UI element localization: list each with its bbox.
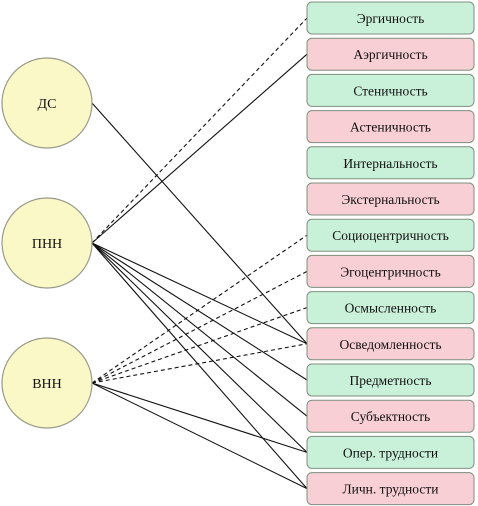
attribute-box-bg — [306, 110, 475, 144]
link-pnn-a12 — [91, 242, 308, 417]
attribute-box-a13: Опер. трудности — [306, 435, 475, 469]
attribute-label: Социоцентричность — [332, 228, 449, 243]
attribute-box-a10: Осведомленность — [306, 327, 475, 361]
node-label: ВНН — [32, 377, 62, 392]
attribute-label: Эргичность — [357, 11, 425, 26]
node-circle — [1, 57, 93, 149]
attribute-label: Опер. трудности — [343, 445, 438, 460]
link-pnn-a13 — [91, 242, 308, 453]
attribute-box-bg — [306, 218, 475, 252]
attribute-label: Личн. трудности — [343, 482, 439, 497]
link-vnn-a8 — [91, 270, 308, 384]
attribute-box-bg — [306, 327, 475, 361]
attribute-label: Астеничность — [350, 120, 431, 135]
attribute-box-bg — [306, 146, 475, 180]
attribute-box-a9: Осмысленность — [306, 291, 475, 325]
link-pnn-a10 — [91, 242, 308, 345]
attribute-box-bg — [306, 435, 475, 469]
attribute-box-a7: Социоцентричность — [306, 218, 475, 252]
node-circle — [1, 197, 93, 289]
attribute-box-a6: Экстернальность — [306, 182, 475, 216]
node-vnn: ВНН — [1, 337, 93, 429]
attribute-label: Интернальность — [343, 156, 437, 171]
attribute-box-a11: Предметность — [306, 363, 475, 397]
attribute-boxes: ЭргичностьАэргичностьСтеничностьАстеничн… — [306, 1, 475, 506]
factor-nodes: ДС ПНН ВНН — [1, 57, 93, 429]
link-pnn-a2 — [91, 53, 308, 244]
link-pnn-a11 — [91, 242, 308, 381]
link-vnn-a13 — [91, 382, 308, 453]
attribute-box-bg — [306, 472, 475, 506]
attribute-box-bg — [306, 37, 475, 71]
attribute-box-bg — [306, 73, 475, 107]
node-pnn: ПНН — [1, 197, 93, 289]
attribute-box-a5: Интернальность — [306, 146, 475, 180]
node-circle — [1, 337, 93, 429]
link-vnn-a10 — [91, 343, 308, 384]
attribute-box-bg — [306, 399, 475, 433]
connector-lines — [91, 17, 308, 490]
attribute-label: Стеничность — [353, 83, 427, 98]
attribute-label: Аэргичность — [353, 47, 427, 62]
attribute-box-bg — [306, 182, 475, 216]
link-ds-a10 — [91, 102, 308, 345]
attribute-box-a4: Астеничность — [306, 110, 475, 144]
link-pnn-a1 — [91, 17, 308, 244]
attribute-label: Осведомленность — [339, 337, 441, 352]
node-label: ДС — [38, 97, 57, 112]
attribute-box-bg — [306, 363, 475, 397]
attribute-box-a8: Эгоцентричность — [306, 254, 475, 288]
attribute-box-a14: Личн. трудности — [306, 472, 475, 506]
attribute-box-a2: Аэргичность — [306, 37, 475, 71]
node-label: ПНН — [32, 237, 62, 252]
link-vnn-a9 — [91, 307, 308, 384]
link-pnn-a14 — [91, 242, 308, 489]
attribute-box-bg — [306, 254, 475, 288]
attribute-label: Предметность — [350, 373, 432, 388]
attribute-box-bg — [306, 1, 475, 35]
attribute-box-bg — [306, 291, 475, 325]
link-vnn-a14 — [91, 382, 308, 490]
attribute-label: Субъектность — [351, 409, 430, 424]
attribute-box-a3: Стеничность — [306, 73, 475, 107]
attribute-label: Осмысленность — [345, 301, 437, 316]
link-vnn-a7 — [91, 234, 308, 384]
attribute-label: Экстернальность — [341, 192, 439, 207]
node-ds: ДС — [1, 57, 93, 149]
attribute-label: Эгоцентричность — [340, 264, 441, 279]
attribute-box-a1: Эргичность — [306, 1, 475, 35]
attribute-box-a12: Субъектность — [306, 399, 475, 433]
